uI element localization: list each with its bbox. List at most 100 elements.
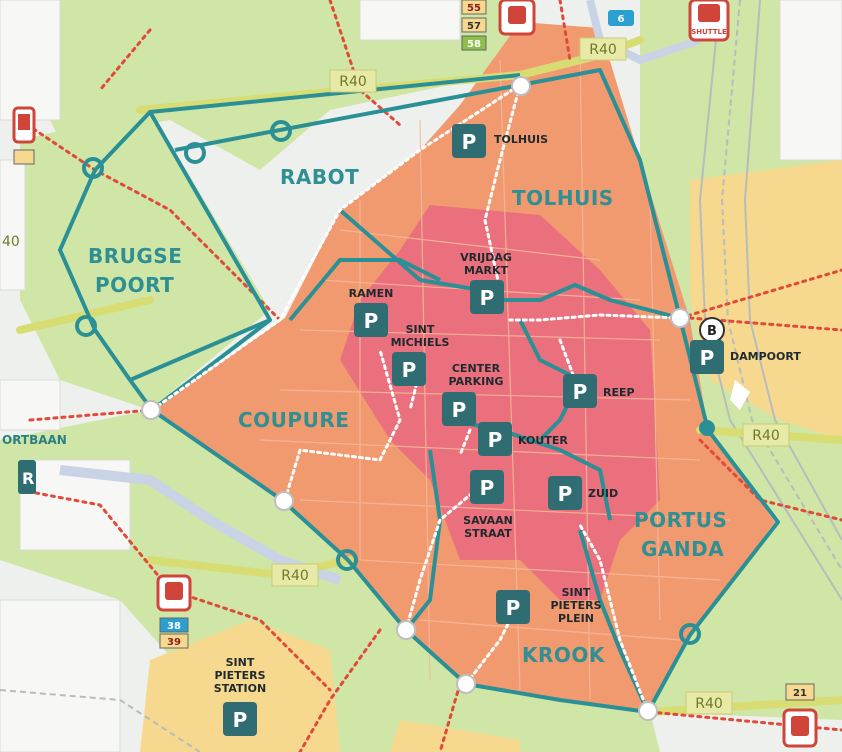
yellow-zone-south-edge — [390, 720, 520, 752]
green-zone-south — [300, 630, 660, 752]
shuttle-stop: SHUTTLE — [688, 0, 730, 42]
road-label-text: R40 — [752, 428, 780, 444]
gateways — [141, 76, 690, 721]
bus-icon — [18, 114, 30, 130]
junction-marker — [679, 623, 701, 645]
district-label-brugse: BRUGSE — [88, 244, 182, 268]
parking-label: KOUTER — [518, 434, 568, 447]
district-label-krook: KROOK — [522, 643, 606, 667]
parking-sint-michiels[interactable]: SINT MICHIELS P — [391, 323, 450, 386]
gateway-marker — [670, 308, 690, 328]
parking-label: DAMPOORT — [730, 350, 801, 363]
parking-label: SAVAAN — [463, 514, 513, 527]
road-label-r40: R40 — [329, 69, 377, 93]
gateway-marker — [456, 674, 476, 694]
road-label-r40: R40 — [685, 691, 733, 715]
district-label-rabot: RABOT — [280, 165, 359, 189]
bus-stop-west — [12, 106, 36, 165]
parking-center-parking[interactable]: CENTER PARKING P — [442, 362, 503, 426]
district-label-coupure: COUPURE — [238, 408, 349, 432]
junction-marker — [75, 315, 97, 337]
parking-label: SINT — [562, 586, 591, 599]
station-badge-text: B — [707, 324, 717, 339]
bus-number: 55 — [467, 3, 481, 14]
gateway-marker — [396, 620, 416, 640]
yellow-zone-southwest — [140, 620, 340, 752]
parking-vrijdag-markt[interactable]: VRIJDAG MARKT P — [460, 251, 512, 314]
parking-sint-pieters-station[interactable]: SINT PIETERS STATION P — [214, 656, 266, 736]
parking-tolhuis[interactable]: P TOLHUIS — [452, 124, 548, 158]
parking-icon: P — [233, 708, 248, 732]
bus-number: 57 — [467, 21, 481, 32]
road-label-text: R40 — [281, 568, 309, 584]
parking-kouter[interactable]: P KOUTER — [478, 422, 568, 456]
parking-icon: P — [364, 309, 379, 333]
parking-label: REEP — [603, 386, 635, 399]
parking-ramen[interactable]: RAMEN P — [349, 287, 394, 337]
parking-icon: P — [506, 596, 521, 620]
parking-reep[interactable]: P REEP — [563, 374, 635, 408]
access-routes — [150, 83, 682, 714]
junction-marker — [336, 549, 358, 571]
junction-marker — [699, 420, 715, 436]
road-label-text: R40 — [339, 74, 367, 90]
bus-number: 21 — [793, 688, 807, 699]
parking-label: CENTER — [452, 362, 501, 375]
district-label-portus: PORTUS — [634, 508, 727, 532]
parking-label: SINT — [406, 323, 435, 336]
bus-number-badges-north: 55 57 58 — [461, 0, 487, 51]
district-label-tolhuis: TOLHUIS — [512, 186, 614, 210]
bus-icon — [508, 6, 526, 24]
shuttle-label: SHUTTLE — [691, 28, 727, 36]
road-label-text: R40 — [695, 696, 723, 712]
parking-icon: P — [558, 482, 573, 506]
tram-number: 6 — [618, 14, 625, 25]
district-label-ganda: GANDA — [641, 537, 724, 561]
parking-label: VRIJDAG — [460, 251, 512, 264]
parking-sint-pieters-plein[interactable]: P SINT PIETERS PLEIN — [496, 586, 602, 625]
junction-marker — [270, 120, 292, 142]
parking-savaan-straat[interactable]: P SAVAAN STRAAT — [463, 470, 513, 540]
edge-parkride-sign: R — [18, 460, 36, 494]
edge-sign-text: R — [22, 469, 34, 488]
bus-stop-north — [498, 0, 536, 36]
parking-zuid[interactable]: P ZUID — [548, 476, 618, 510]
parking-dampoort[interactable]: P DAMPOORT — [690, 340, 801, 374]
bus-number: 58 — [467, 39, 481, 50]
district-label-poort: POORT — [95, 273, 174, 297]
bus-stop-southeast: 21 — [782, 683, 818, 748]
road-label-r40: R40 — [271, 563, 319, 587]
parking-icon: P — [402, 358, 417, 382]
parking-label: TOLHUIS — [494, 133, 548, 146]
parking-icon: P — [700, 346, 715, 370]
edge-road-fragment: 40 — [2, 234, 20, 250]
gateway-marker — [274, 491, 294, 511]
parking-label: PARKING — [449, 375, 504, 388]
road-label-r40: R40 — [742, 423, 790, 447]
bus-number: 39 — [167, 637, 181, 648]
parking-icon: P — [573, 380, 588, 404]
green-zone-north — [20, 0, 520, 170]
parking-label: MICHIELS — [391, 336, 450, 349]
parking-label: ZUID — [588, 487, 618, 500]
road-label-r40: R40 — [579, 37, 627, 61]
street-name-fragment: ORTBAAN — [2, 433, 67, 447]
parking-label: MARKT — [464, 264, 508, 277]
bus-icon — [165, 582, 183, 600]
junction-marker — [184, 142, 206, 164]
gateway-marker — [638, 701, 658, 721]
parking-label: PLEIN — [558, 612, 594, 625]
parking-label: RAMEN — [349, 287, 394, 300]
circulation-loop — [58, 68, 780, 714]
parking-label: SINT — [226, 656, 255, 669]
parking-icon: P — [462, 130, 477, 154]
road-label-text: R40 — [589, 42, 617, 58]
ring-junctions — [75, 120, 715, 645]
parking-label: PIETERS — [550, 599, 601, 612]
tram-badge-6: 6 — [608, 10, 634, 26]
parking-icon: P — [480, 476, 495, 500]
bus-number: 38 — [167, 621, 181, 632]
parking-label: STRAAT — [464, 527, 512, 540]
